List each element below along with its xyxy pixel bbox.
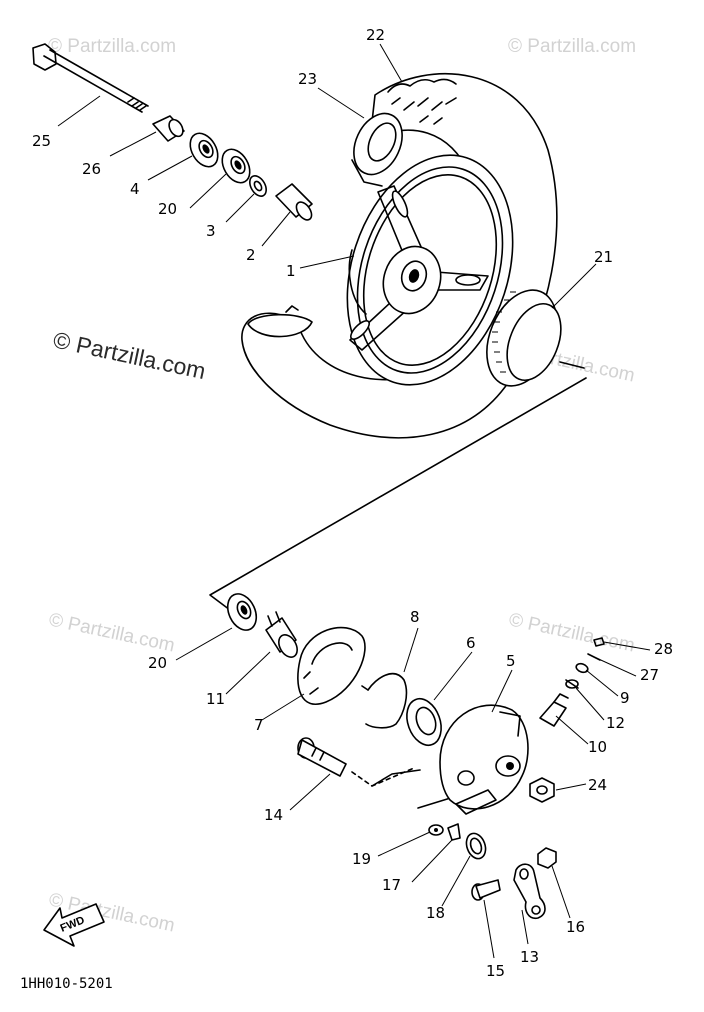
callout-12: 12 (606, 714, 625, 732)
diagram-code: 1HH010-5201 (20, 976, 113, 992)
callout-5: 5 (506, 652, 516, 670)
spacer-washer (249, 175, 267, 197)
callout-20-upper: 20 (158, 200, 177, 218)
rim-band (486, 289, 562, 387)
brake-camshaft (297, 737, 347, 777)
spacer-sleeve (275, 183, 313, 221)
callout-25: 25 (32, 132, 51, 150)
rear-wheel-assembly (241, 72, 558, 439)
brake-lever (513, 863, 546, 920)
axle-bolt (32, 43, 149, 113)
callout-9: 9 (620, 689, 630, 707)
callout-7: 7 (254, 716, 264, 734)
callout-20-lower: 20 (148, 654, 167, 672)
oil-seal (406, 697, 442, 747)
collar (152, 115, 185, 142)
callout-10: 10 (588, 738, 607, 756)
callout-8: 8 (410, 608, 420, 626)
callout-17: 17 (382, 876, 401, 894)
callout-18: 18 (426, 904, 445, 922)
bearing-right-upper (221, 148, 251, 184)
watermark-2: © Partzilla.com (508, 36, 636, 57)
callout-1: 1 (286, 262, 296, 280)
small-fitting (565, 679, 579, 689)
clip-17 (447, 823, 461, 841)
axle-nut (529, 777, 555, 803)
callout-4: 4 (130, 180, 140, 198)
callout-19: 19 (352, 850, 371, 868)
return-spring (361, 673, 408, 729)
callout-24: 24 (588, 776, 607, 794)
callout-23: 23 (298, 70, 317, 88)
spring-ring (465, 832, 487, 860)
callout-14: 14 (264, 806, 283, 824)
callout-21: 21 (594, 248, 613, 266)
watermark-1: © Partzilla.com (48, 36, 176, 57)
callout-26: 26 (82, 160, 101, 178)
callout-labels: 22 23 25 26 4 20 3 2 1 21 8 6 5 28 27 9 … (32, 26, 673, 980)
small-washer (575, 662, 589, 674)
callout-16: 16 (566, 918, 585, 936)
lever-nut (537, 847, 557, 869)
bearing-lower (226, 593, 258, 631)
callout-15: 15 (486, 962, 505, 980)
callout-27: 27 (640, 666, 659, 684)
callout-28: 28 (654, 640, 673, 658)
callout-2: 2 (246, 246, 256, 264)
lever-washer (428, 824, 444, 836)
fwd-arrow-icon: FWD (43, 903, 105, 947)
lever-bolt (471, 879, 501, 901)
callout-6: 6 (466, 634, 476, 652)
leader-lines (57, 43, 651, 959)
brake-panel (439, 704, 529, 815)
inner-tube (351, 112, 403, 187)
bearing-left (189, 132, 219, 168)
brake-collar (265, 611, 298, 658)
callout-22: 22 (366, 26, 385, 44)
callout-13: 13 (520, 948, 539, 966)
brake-shoe-set (297, 626, 366, 705)
watermark-3: © Partzilla.com (51, 326, 208, 384)
cable-adjuster (539, 693, 569, 727)
callout-11: 11 (206, 690, 225, 708)
callout-3: 3 (206, 222, 216, 240)
watermark-5: © Partzilla.com (47, 609, 177, 656)
watermark-6: © Partzilla.com (507, 609, 637, 656)
